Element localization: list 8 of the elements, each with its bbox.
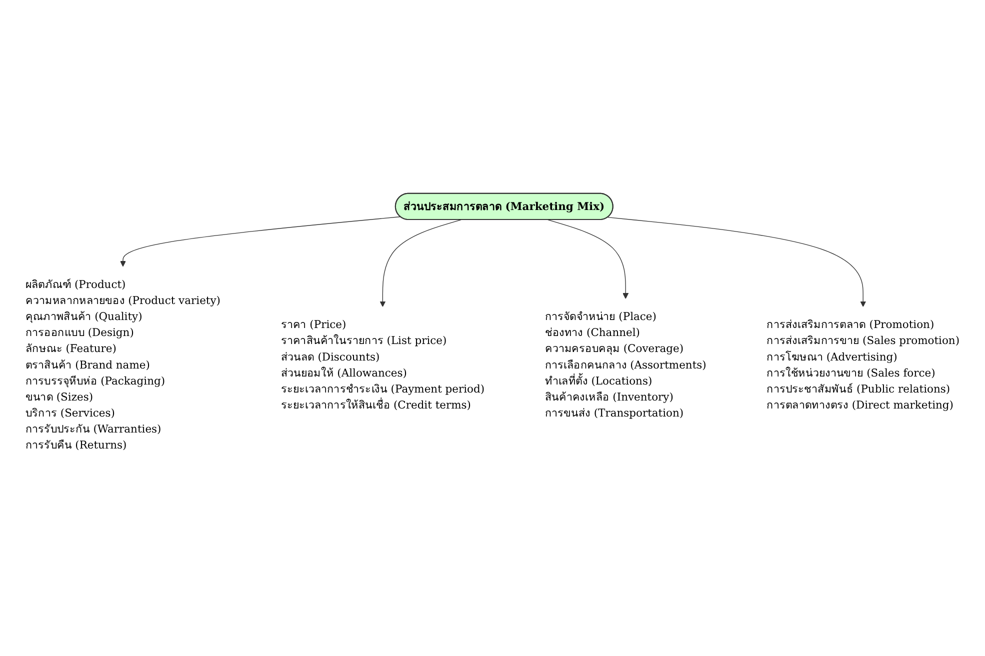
arrow <box>548 219 629 298</box>
node-text: การจัดจำหน่าย (Place) ช่องทาง (Channel) ความครอบคลุม (Coverage) การเลือกคนกลาง (Assortments) ทำเลที่ตั้ง (Locations) สินค้าคงเหลือ (Inventory) การขนส่ง (Transportation) <box>544 310 706 419</box>
node-text: ผลิตภัณฑ์ (Product) ความหลากหลายของ (Product variety) คุณภาพสินค้า (Quality) การออกแบบ (Design) ลักษณะ (Feature) ตราสินค้า (Brand name) การบรรจุหีบห่อ (Packaging) ขนาด (Sizes) บริการ (Services) การรับประกัน (Warranties) การรับคืน (Returns) <box>25 277 220 451</box>
arrow <box>608 216 866 306</box>
node-text: ราคา (Price) ราคาสินค้าในรายการ (List price) ส่วนลด (Discounts) ส่วนยอมให้ (Allowances) ระยะเวลาการชำระเงิน (Payment period) ระยะเวลาการให้สินเชื่อ (Credit terms) <box>280 318 485 411</box>
node-text: การส่งเสริมการตลาด (Promotion) การส่งเสริมการขาย (Sales promotion) การโฆษณา (Advertising) การใช้หน่วยงานขาย (Sales force) การประชาสัมพันธ์ (Public relations) การตลาดทางตรง (Direct marketing) <box>766 318 960 411</box>
arrow <box>380 219 462 306</box>
arrow <box>120 216 401 266</box>
